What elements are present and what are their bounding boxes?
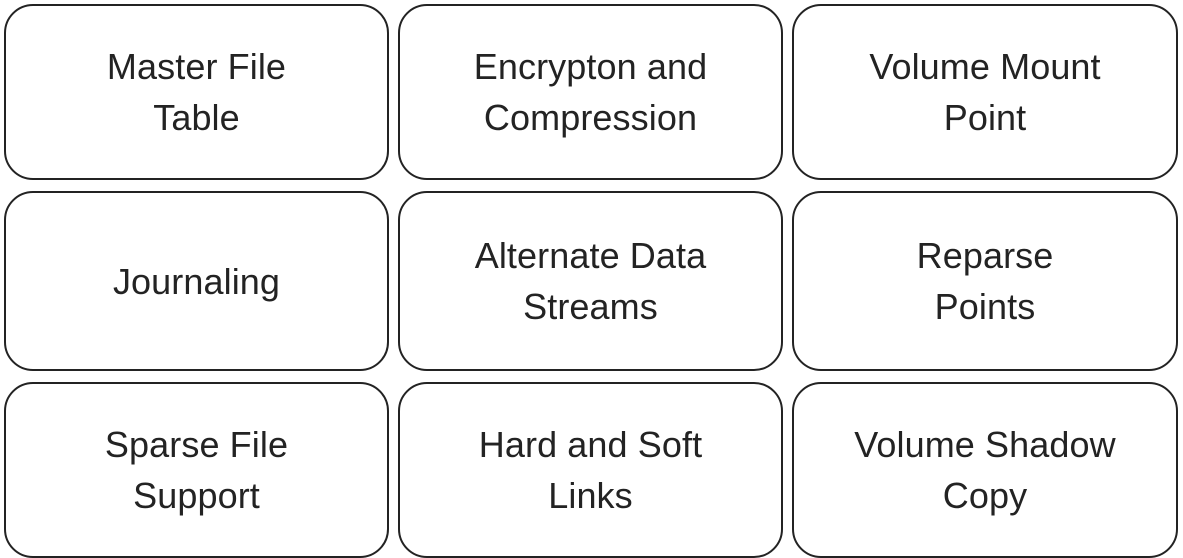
node-master-file-table[interactable]: Master File Table — [4, 4, 389, 180]
node-label: Journaling — [112, 260, 281, 302]
node-label: Volume Mount Point — [869, 46, 1101, 138]
node-label: Volume Shadow Copy — [854, 424, 1116, 516]
node-label: Hard and Soft Links — [478, 424, 703, 516]
node-label: Alternate Data Streams — [474, 235, 707, 327]
node-sparse-file-support[interactable]: Sparse File Support — [4, 382, 389, 558]
node-alternate-data-streams[interactable]: Alternate Data Streams — [398, 191, 783, 371]
node-label: Master File Table — [106, 46, 287, 138]
node-reparse-points[interactable]: Reparse Points — [792, 191, 1178, 371]
node-label: Encrypton and Compression — [473, 46, 708, 138]
node-volume-shadow-copy[interactable]: Volume Shadow Copy — [792, 382, 1178, 558]
node-label: Sparse File Support — [104, 424, 289, 516]
node-hard-and-soft-links[interactable]: Hard and Soft Links — [398, 382, 783, 558]
node-encrypton-and-compression[interactable]: Encrypton and Compression — [398, 4, 783, 180]
node-label: Reparse Points — [916, 235, 1054, 327]
node-journaling[interactable]: Journaling — [4, 191, 389, 371]
node-volume-mount-point[interactable]: Volume Mount Point — [792, 4, 1178, 180]
